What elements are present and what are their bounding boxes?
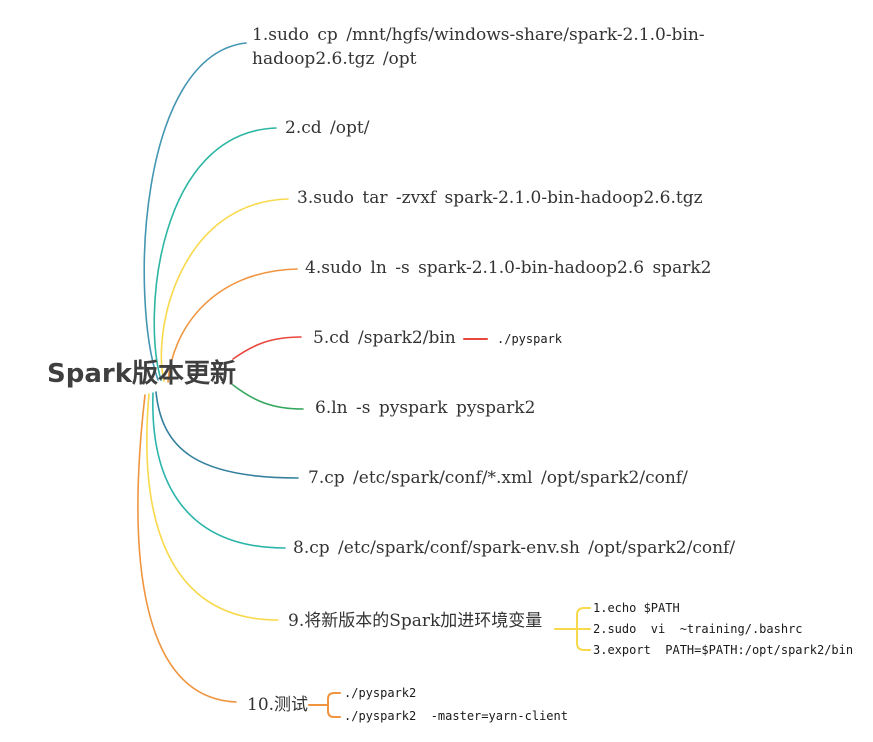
branch-4-connector (167, 268, 298, 383)
branch-7-connector (155, 391, 299, 479)
branch-9-children-bracket (554, 607, 591, 651)
topic-branch-2[interactable]: 2.cd /opt/ (285, 118, 370, 138)
topic-branch-10-child-1[interactable]: ./pyspark2 (344, 686, 417, 700)
topic-branch-6[interactable]: 6.ln -s pyspark pyspark2 (315, 398, 536, 418)
topic-branch-10[interactable]: 10.测试 (247, 695, 309, 715)
topic-branch-9-child-2[interactable]: 2.sudo vi ~training/.bashrc (593, 622, 803, 636)
topic-branch-5-child-1[interactable]: ./pyspark (497, 332, 563, 346)
branch-6-connector (232, 384, 304, 410)
branch-10-connector (137, 394, 237, 703)
root-topic[interactable]: Spark版本更新 (47, 359, 236, 389)
topic-branch-1[interactable]: 1.sudo cp /mnt/hgfs/windows-share/spark-… (252, 25, 705, 69)
branch-8-connector (152, 392, 286, 549)
topic-branch-8[interactable]: 8.cp /etc/spark/conf/spark-env.sh /opt/s… (293, 538, 736, 558)
branch-5-connector (232, 336, 302, 360)
topic-branch-9[interactable]: 9.将新版本的Spark加进环境变量 (288, 611, 543, 631)
topic-branch-10-child-2[interactable]: ./pyspark2 -master=yarn-client (344, 709, 568, 723)
branch-9-connector (146, 393, 279, 621)
branch-3-connector (160, 198, 289, 382)
topic-branch-9-child-3[interactable]: 3.export PATH=$PATH:/opt/spark2/bin (593, 643, 854, 657)
topic-branch-5[interactable]: 5.cd /spark2/bin (313, 328, 456, 348)
branch-10-children-bracket (308, 692, 341, 718)
branch-1-connector (143, 42, 247, 381)
topic-branch-7[interactable]: 7.cp /etc/spark/conf/*.xml /opt/spark2/c… (308, 468, 688, 488)
branch-2-connector (153, 127, 277, 381)
topic-branch-3[interactable]: 3.sudo tar -zvxf spark-2.1.0-bin-hadoop2… (297, 188, 703, 208)
topic-branch-4[interactable]: 4.sudo ln -s spark-2.1.0-bin-hadoop2.6 s… (305, 258, 712, 278)
topic-branch-9-child-1[interactable]: 1.echo $PATH (593, 601, 680, 615)
